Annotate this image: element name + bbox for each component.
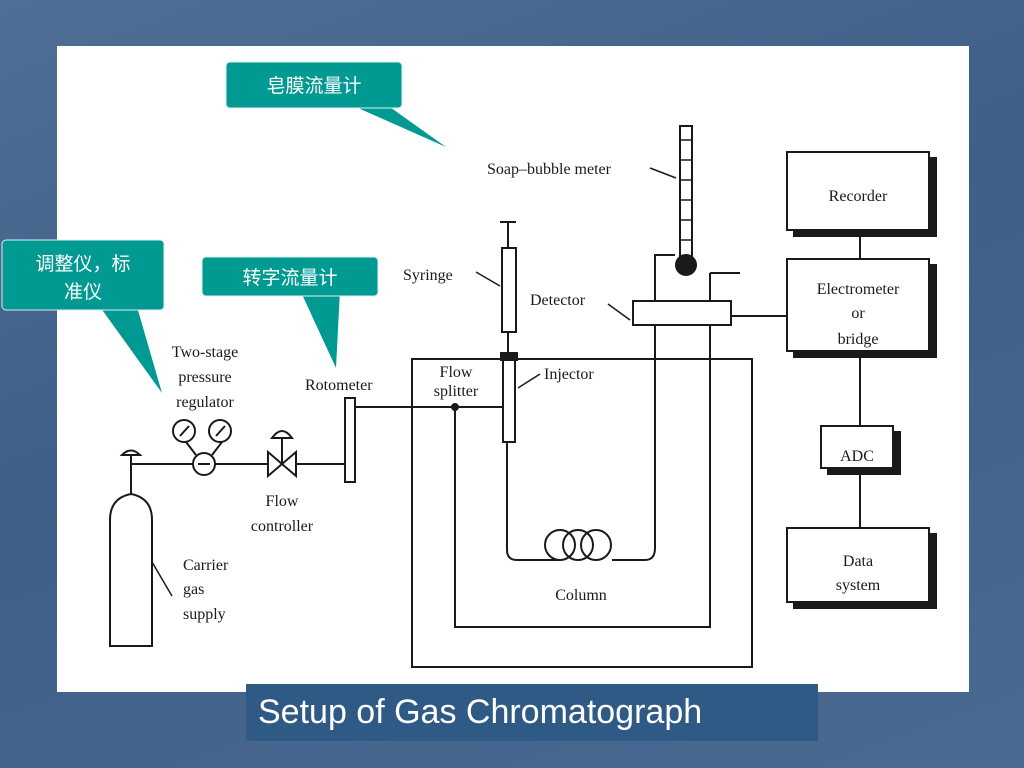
label-carrier-1: Carrier <box>183 557 229 574</box>
label-syringe: Syringe <box>403 267 453 284</box>
adc-box <box>820 425 894 469</box>
callout-regulator-line2: 准仪 <box>64 281 102 303</box>
label-flow-splitter-1: Flow <box>440 364 473 381</box>
label-injector: Injector <box>544 366 594 383</box>
label-flow-controller-1: Flow <box>266 493 299 510</box>
callout-regulator-line1: 调整仪，标 <box>35 253 130 275</box>
label-two-stage-1: Two-stage <box>172 344 238 361</box>
label-data-system-1: Data <box>843 553 873 570</box>
label-electrometer-3: bridge <box>838 331 879 348</box>
column-coil <box>544 529 576 561</box>
callout-soap-bubble-text: 皂膜流量计 <box>266 75 361 97</box>
callout-rotameter: 转字流量计 <box>201 256 379 368</box>
injector <box>502 359 516 443</box>
label-soap-bubble-meter: Soap–bubble meter <box>487 161 612 178</box>
label-recorder: Recorder <box>829 188 888 205</box>
label-rotometer: Rotometer <box>305 377 373 394</box>
callout-regulator: 调整仪，标 准仪 <box>1 239 165 393</box>
label-two-stage-3: regulator <box>176 394 234 411</box>
oven <box>411 358 753 668</box>
slide-caption: Setup of Gas Chromatograph <box>246 684 818 741</box>
soap-bubble-meter <box>679 125 693 257</box>
gas-cylinder <box>109 492 153 647</box>
callout-rotameter-text: 转字流量计 <box>242 267 337 289</box>
detector <box>632 300 732 326</box>
recorder-box <box>786 151 930 231</box>
syringe <box>501 247 517 333</box>
callout-soap-bubble: 皂膜流量计 <box>225 61 446 147</box>
label-carrier-2: gas <box>183 581 204 598</box>
label-data-system-2: system <box>836 577 881 594</box>
label-two-stage-2: pressure <box>178 369 231 386</box>
label-carrier-3: supply <box>183 606 226 623</box>
label-column: Column <box>555 587 607 604</box>
label-electrometer-1: Electrometer <box>817 281 900 298</box>
label-adc: ADC <box>840 448 874 465</box>
label-electrometer-2: or <box>851 305 865 322</box>
rotometer <box>344 397 356 483</box>
label-flow-splitter-2: splitter <box>434 383 479 400</box>
electrometer-box <box>786 258 930 352</box>
label-detector: Detector <box>530 292 586 309</box>
data-system-box <box>786 527 930 603</box>
label-flow-controller-2: controller <box>251 518 314 535</box>
